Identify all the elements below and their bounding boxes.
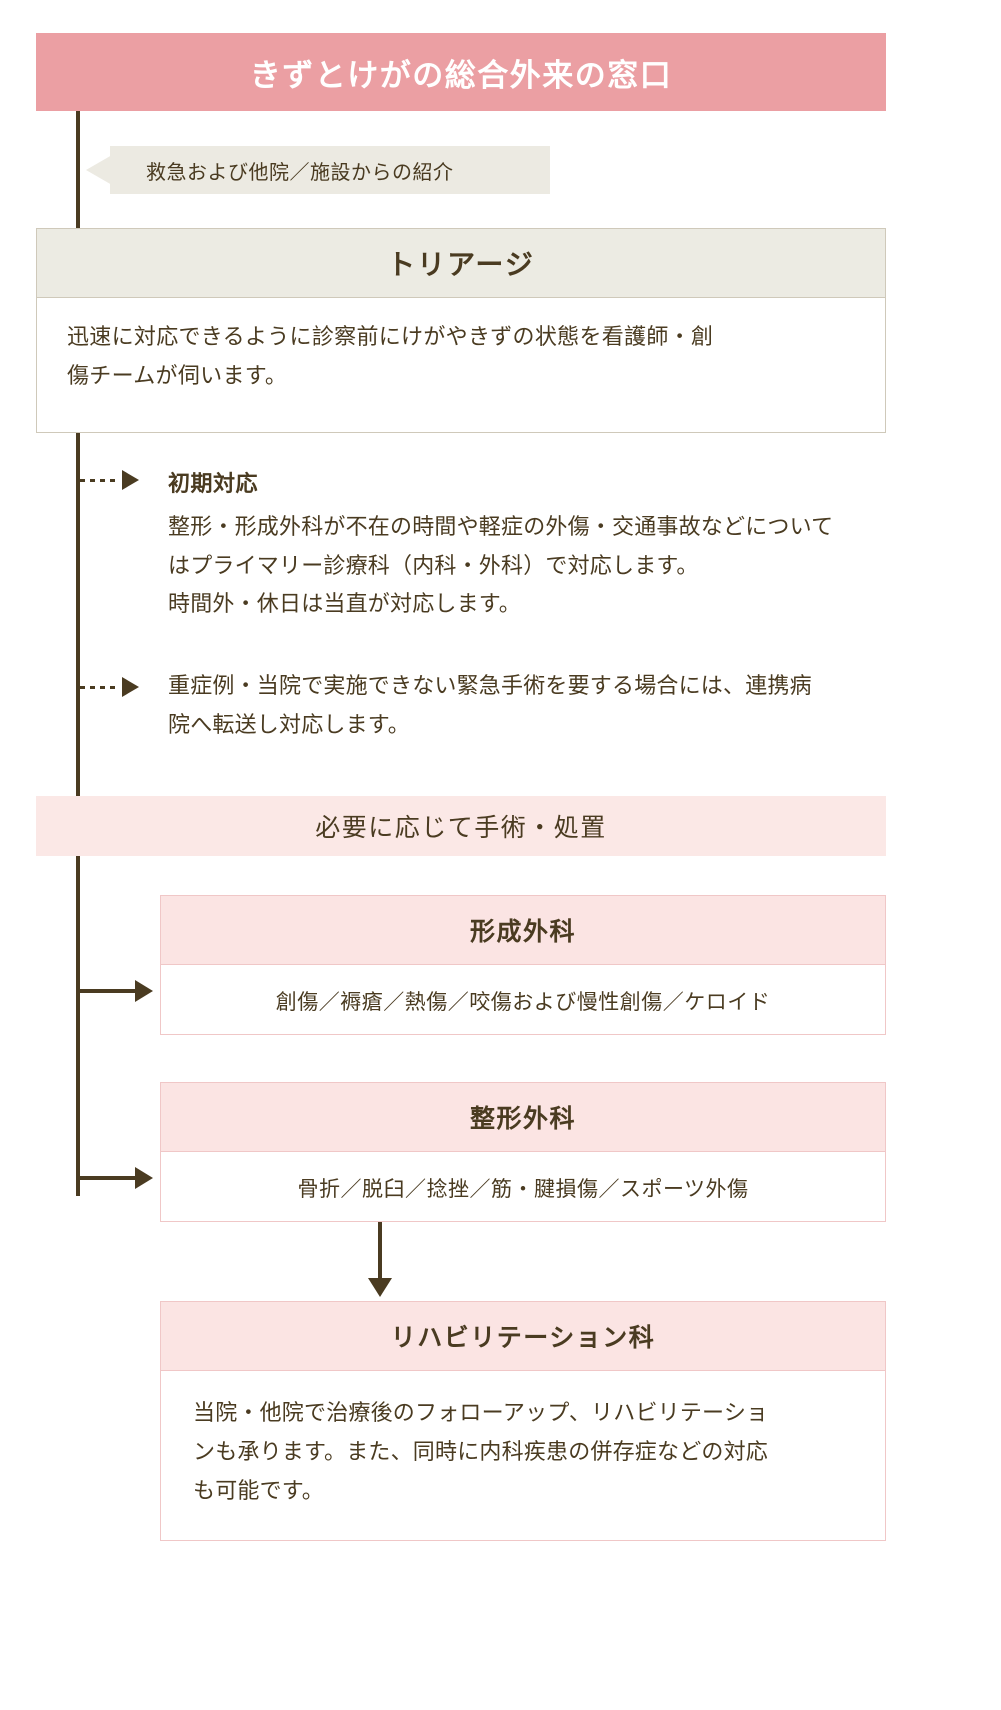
department-card-plastic-surgery: 形成外科 創傷／褥瘡／熱傷／咬傷および慢性創傷／ケロイド xyxy=(160,895,886,1035)
triangle-right-icon-1 xyxy=(122,470,139,490)
department-2-name: 整形外科 xyxy=(469,1105,576,1133)
trunk-line-triage-to-band xyxy=(76,433,80,796)
rehab-body: 当院・他院で治療後のフォローアップ、リハビリテーショ ンも承ります。また、同時に… xyxy=(161,1371,885,1510)
arrow-head-to-department-1 xyxy=(135,980,153,1002)
department-1-heading-bar: 形成外科 xyxy=(161,896,885,965)
department-card-orthopedics: 整形外科 骨折／脱臼／捻挫／筋・腱損傷／スポーツ外傷 xyxy=(160,1082,886,1222)
callout-arrow-icon xyxy=(86,155,112,185)
department-1-body: 創傷／褥瘡／熱傷／咬傷および慢性創傷／ケロイド xyxy=(161,965,885,1036)
bullet-1-line-1: 整形・形成外科が不在の時間や軽症の外傷・交通事故などについて xyxy=(168,514,834,539)
arrow-head-to-department-2 xyxy=(135,1167,153,1189)
bullet-1-line-2: はプライマリー診療科（内科・外科）で対応します。 xyxy=(168,552,699,578)
department-2-body: 骨折／脱臼／捻挫／筋・腱損傷／スポーツ外傷 xyxy=(161,1152,885,1223)
trunk-line-header-to-triage xyxy=(76,111,80,228)
surgery-band-label: 必要に応じて手術・処置 xyxy=(315,814,607,842)
arrow-line-to-department-2 xyxy=(76,1176,138,1180)
arrow-head-to-rehab xyxy=(368,1278,392,1297)
bullet-2-text: 重症例・当院で実施できない緊急手術を要する場合には、連携病 院へ転送し対応します… xyxy=(168,667,968,744)
department-1-detail: 創傷／褥瘡／熱傷／咬傷および慢性創傷／ケロイド xyxy=(275,990,771,1014)
triage-body-line-1: 迅速に対応できるように診察前にけがやきずの状態を看護師・創 xyxy=(67,324,714,349)
page-title: きずとけがの総合外来の窓口 xyxy=(249,57,673,93)
dotted-line-2 xyxy=(80,686,120,689)
triangle-right-icon-2 xyxy=(122,677,139,697)
department-2-heading-bar: 整形外科 xyxy=(161,1083,885,1152)
rehab-body-line-1: 当院・他院で治療後のフォローアップ、リハビリテーショ xyxy=(193,1400,769,1425)
bullet-1-text: 整形・形成外科が不在の時間や軽症の外傷・交通事故などについて はプライマリー診療… xyxy=(168,508,968,624)
bullet-2-line-2: 院へ転送し対応します。 xyxy=(168,711,411,737)
arrow-line-to-department-1 xyxy=(76,989,138,993)
triage-box: トリアージ 迅速に対応できるように診察前にけがやきずの状態を看護師・創 傷チーム… xyxy=(36,228,886,433)
referral-label: 救急および他院／施設からの紹介 xyxy=(146,161,454,184)
department-card-rehabilitation: リハビリテーション科 当院・他院で治療後のフォローアップ、リハビリテーショ ンも… xyxy=(160,1301,886,1541)
bullet-1-title: 初期対応 xyxy=(168,471,259,496)
bullet-1-line-3: 時間外・休日は当直が対応します。 xyxy=(168,591,522,616)
triage-body-line-2: 傷チームが伺います。 xyxy=(67,362,288,388)
dotted-arrow-icon-2 xyxy=(80,677,144,697)
bullet-2-line-1: 重症例・当院で実施できない緊急手術を要する場合には、連携病 xyxy=(168,673,812,698)
triage-heading: トリアージ xyxy=(387,249,535,280)
trunk-line-band-to-departments xyxy=(76,856,80,1196)
rehab-body-line-3: も可能です。 xyxy=(193,1478,325,1504)
dotted-arrow-icon-1 xyxy=(80,470,144,490)
rehab-body-line-2: ンも承ります。また、同時に内科疾患の併存症などの対応 xyxy=(193,1439,769,1465)
rehab-name: リハビリテーション科 xyxy=(390,1324,656,1352)
referral-callout: 救急および他院／施設からの紹介 xyxy=(110,146,550,194)
arrow-line-to-rehab xyxy=(378,1222,382,1284)
department-1-name: 形成外科 xyxy=(469,918,576,946)
dotted-line-1 xyxy=(80,479,120,482)
header-banner: きずとけがの総合外来の窓口 xyxy=(36,33,886,111)
triage-body: 迅速に対応できるように診察前にけがやきずの状態を看護師・創 傷チームが伺います。 xyxy=(37,298,885,395)
triage-heading-bar: トリアージ xyxy=(37,229,885,298)
surgery-band: 必要に応じて手術・処置 xyxy=(36,796,886,856)
department-2-detail: 骨折／脱臼／捻挫／筋・腱損傷／スポーツ外傷 xyxy=(297,1177,749,1201)
rehab-heading-bar: リハビリテーション科 xyxy=(161,1302,885,1371)
